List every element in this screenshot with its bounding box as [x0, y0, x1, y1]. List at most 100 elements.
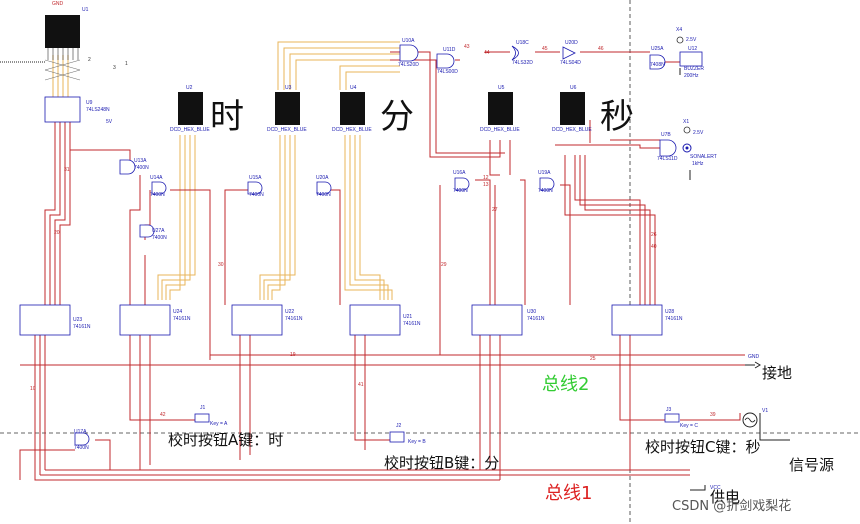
u1-gnd-label: GND — [52, 1, 64, 7]
u30-part: 74161N — [527, 316, 545, 322]
net-label: 26 — [651, 232, 657, 238]
net-label: 39 — [710, 412, 716, 418]
u15a-label: U15A — [249, 175, 262, 181]
u28-label: U28 — [665, 309, 675, 315]
u11d-part: 74LS00D — [437, 69, 458, 75]
u13a-label: U13A — [134, 158, 147, 164]
u17a-part: 7400N — [74, 445, 89, 451]
u25a-label: U25A — [651, 46, 664, 52]
u22-label: U22 — [285, 309, 295, 315]
u10a-part: 74LS20D — [398, 62, 419, 68]
u24-part: 74161N — [173, 316, 191, 322]
x1-voltage: 2.5V — [693, 130, 704, 136]
u19a-part: 7400N — [538, 188, 553, 194]
net-label: 25 — [590, 356, 596, 362]
net-label: 27 — [492, 207, 498, 213]
watermark: CSDN @折剑戏梨花 — [672, 499, 792, 514]
u27a-part: 7400N — [152, 235, 167, 241]
net-label: 31 — [64, 167, 70, 173]
net-label: 45 — [542, 46, 548, 52]
signal-source-label: 信号源 — [789, 456, 835, 474]
signal-wires — [19, 51, 745, 481]
u5-label: U5 — [498, 85, 505, 91]
bus-1-label: 总线1 — [545, 483, 593, 504]
u25a-part: 7408N — [650, 62, 665, 68]
display-wires — [52, 41, 400, 300]
u4-label: U4 — [350, 85, 357, 91]
u12-frequency: 200Hz — [684, 73, 699, 79]
net-label: 2 — [88, 57, 91, 63]
output-devices — [676, 36, 761, 428]
net-label: 42 — [160, 412, 166, 418]
u11d-label: U11D — [443, 47, 456, 53]
u20d-part: 74LS04D — [560, 60, 581, 66]
power-wires — [0, 61, 790, 491]
u23-label: U23 — [73, 317, 83, 323]
u16a-part: 7400N — [453, 188, 468, 194]
u20a-label: U20A — [316, 175, 329, 181]
u21-part: 74161N — [403, 321, 421, 327]
second-label: 秒 — [600, 97, 634, 137]
net-label: 41 — [358, 382, 364, 388]
net-label: 10 — [30, 386, 36, 392]
u18c-part: 74LS32D — [512, 60, 533, 66]
vcc-label: VCC — [710, 485, 721, 491]
u15a-part: 7400N — [249, 192, 264, 198]
u14a-label: U14A — [150, 175, 163, 181]
u28-part: 74161N — [665, 316, 683, 322]
minute-label: 分 — [380, 97, 414, 137]
net-label: 44 — [484, 50, 490, 56]
net-label: 3 — [113, 65, 116, 71]
net-label: 46 — [598, 46, 604, 52]
j3-label: J3 — [666, 407, 672, 413]
u5-part: DCD_HEX_BLUE — [480, 127, 520, 133]
u20d-label: U20D — [565, 40, 578, 46]
counter-chips — [19, 304, 663, 336]
u12-label: U12 — [688, 46, 698, 52]
v1-label: V1 — [762, 408, 769, 414]
button-b-label: 校时按钮B键：分 — [384, 454, 500, 472]
v5-label: 5V — [106, 119, 113, 125]
j1-label: J1 — [200, 405, 206, 411]
u1-chip — [44, 15, 81, 81]
u7b-part: 74LS11D — [657, 156, 678, 162]
j2-key: Key = B — [408, 439, 426, 445]
net-label: 13 — [483, 182, 489, 188]
net-label: 30 — [218, 262, 224, 268]
u9-part: 74LS248N — [86, 107, 110, 113]
power-label: 供电 — [710, 488, 741, 506]
u17a-label: U17A — [74, 429, 87, 435]
button-a-label: 校时按钮A键：时 — [168, 431, 284, 449]
u7b-label: U7B — [661, 132, 671, 138]
x1-label: X1 — [683, 119, 690, 125]
sonalert-frequency: 1kHz — [692, 161, 704, 167]
net-label: 40 — [651, 244, 657, 250]
net-label: 43 — [464, 44, 470, 50]
logic-gates — [74, 44, 677, 446]
u6-part: DCD_HEX_BLUE — [552, 127, 592, 133]
net-label: 20 — [54, 230, 60, 236]
u30-label: U30 — [527, 309, 537, 315]
u19a-label: U19A — [538, 170, 551, 176]
u20a-part: 7400N — [316, 192, 331, 198]
hex-displays — [178, 92, 585, 125]
button-c-label: 校时按钮C键：秒 — [645, 438, 761, 456]
u2-part: DCD_HEX_BLUE — [170, 127, 210, 133]
hour-label: 时 — [210, 97, 244, 137]
u10a-label: U10A — [402, 38, 415, 44]
u23-part: 74161N — [73, 324, 91, 330]
u21-label: U21 — [403, 314, 413, 320]
u22-part: 74161N — [285, 316, 303, 322]
u14a-part: 7400N — [150, 192, 165, 198]
switches — [194, 413, 680, 443]
net-label: 12 — [483, 175, 489, 181]
bus-2-label: 总线2 — [542, 374, 590, 395]
sonalert-label: SONALERT — [690, 154, 717, 160]
u1-label: U1 — [82, 7, 89, 13]
u16a-label: U16A — [453, 170, 466, 176]
net-label: 19 — [290, 352, 296, 358]
net-label: 29 — [441, 262, 447, 268]
u4-part: DCD_HEX_BLUE — [332, 127, 372, 133]
j1-key: Key = A — [210, 421, 228, 427]
